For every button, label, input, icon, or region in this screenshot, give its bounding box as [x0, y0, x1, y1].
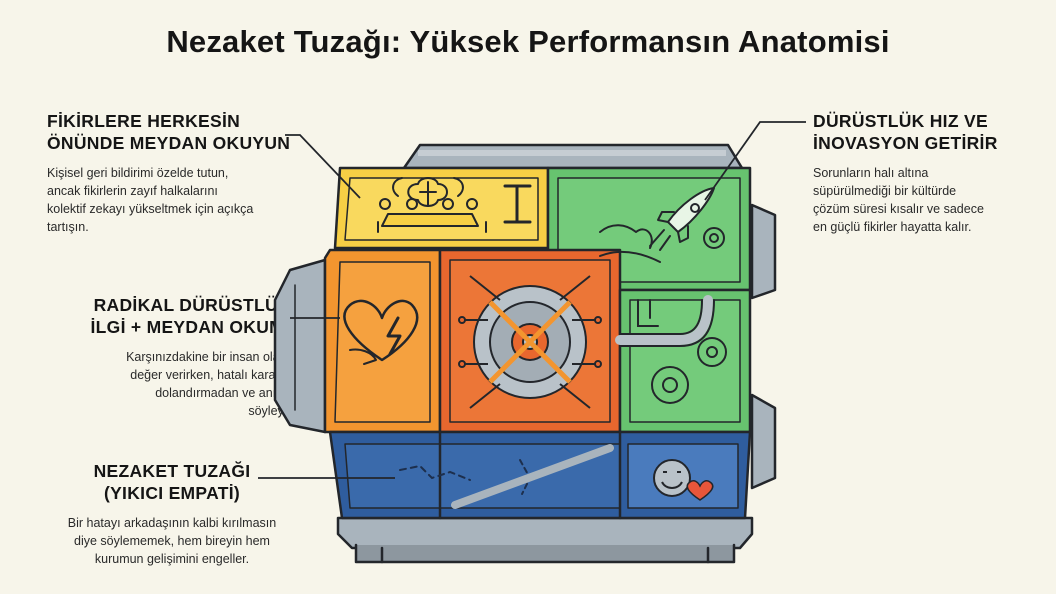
- body-line: değer verirken, hatalı kararları: [130, 368, 297, 382]
- annotation-heading: DÜRÜSTLÜK HIZ VE İNOVASYON GETİRİR: [813, 110, 1023, 154]
- page-title: Nezaket Tuzağı: Yüksek Performansın Anat…: [166, 24, 890, 59]
- body-line: süpürülmediği bir kültürde: [813, 184, 957, 198]
- annotation-challenge-ideas: FİKİRLERE HERKESİN ÖNÜNDE MEYDAN OKUYUN …: [47, 110, 307, 236]
- right-side-plate-lower: [750, 393, 777, 490]
- heart-tag-icon: [686, 480, 714, 501]
- annotation-body: Sorunların halı altına süpürülmediği bir…: [813, 164, 1023, 236]
- rocket-icon: [599, 187, 715, 263]
- heading-line: NEZAKET TUZAĞI: [93, 461, 251, 481]
- smiling-face-icon: [653, 459, 691, 497]
- annotation-heading: NEZAKET TUZAĞI (YIKICI EMPATİ): [47, 460, 297, 504]
- body-line: Sorunların halı altına: [813, 166, 929, 180]
- body-line: çözüm süresi kısalır ve sadece: [813, 202, 984, 216]
- annotation-body: Bir hatayı arkadaşının kalbi kırılmasın …: [47, 514, 297, 568]
- heading-line: İLGİ + MEYDAN OKUMA: [90, 317, 297, 337]
- small-gear-icon: [703, 227, 725, 249]
- body-line: tartışın.: [47, 220, 89, 234]
- annotation-body: Kişisel geri bildirimi özelde tutun, anc…: [47, 164, 307, 236]
- leader-lines: [258, 121, 806, 479]
- heading-line: ÖNÜNDE MEYDAN OKUYUN: [47, 133, 291, 153]
- heading-line: FİKİRLERE HERKESİN: [47, 111, 241, 131]
- body-line: diye söylememek, hem bireyin hem: [74, 534, 270, 548]
- body-line: kurumun gelişimini engeller.: [94, 552, 250, 566]
- annotation-kindness-trap: NEZAKET TUZAĞI (YIKICI EMPATİ) Bir hatay…: [47, 460, 297, 568]
- body-line: dolandırmadan ve anında: [155, 386, 297, 400]
- body-line: Karşınızdakine bir insan olarak: [126, 350, 297, 364]
- right-side-plate: [750, 203, 777, 300]
- meeting-brain-icon: [377, 177, 532, 233]
- heading-line: (YIKICI EMPATİ): [103, 483, 241, 503]
- body-line: ancak fikirlerin zayıf halkalarını: [47, 184, 218, 198]
- annotation-heading: RADİKAL DÜRÜSTLÜK: İLGİ + MEYDAN OKUMA: [47, 294, 297, 338]
- heading-line: DÜRÜSTLÜK HIZ VE: [813, 111, 988, 131]
- heading-line: İNOVASYON GETİRİR: [813, 133, 998, 153]
- central-gear-icon: [458, 275, 602, 409]
- top-cap: [402, 143, 744, 170]
- heart-lightning-icon: [343, 299, 419, 365]
- heading-line: RADİKAL DÜRÜSTLÜK:: [93, 295, 297, 315]
- annotation-heading: FİKİRLERE HERKESİN ÖNÜNDE MEYDAN OKUYUN: [47, 110, 307, 154]
- pipe-gears-icon: [615, 295, 727, 404]
- base-plate: [336, 516, 754, 550]
- annotation-honesty-speed: DÜRÜSTLÜK HIZ VE İNOVASYON GETİRİR Sorun…: [813, 110, 1023, 236]
- crack-lines: [399, 444, 614, 509]
- body-line: en güçlü fikirler hayatta kalır.: [813, 220, 972, 234]
- body-line: kolektif zekayı yükseltmek için açıkça: [47, 202, 254, 216]
- left-side-plate: [273, 258, 327, 434]
- body-line: Kişisel geri bildirimi özelde tutun,: [47, 166, 229, 180]
- body-line: Bir hatayı arkadaşının kalbi kırılmasın: [67, 516, 277, 530]
